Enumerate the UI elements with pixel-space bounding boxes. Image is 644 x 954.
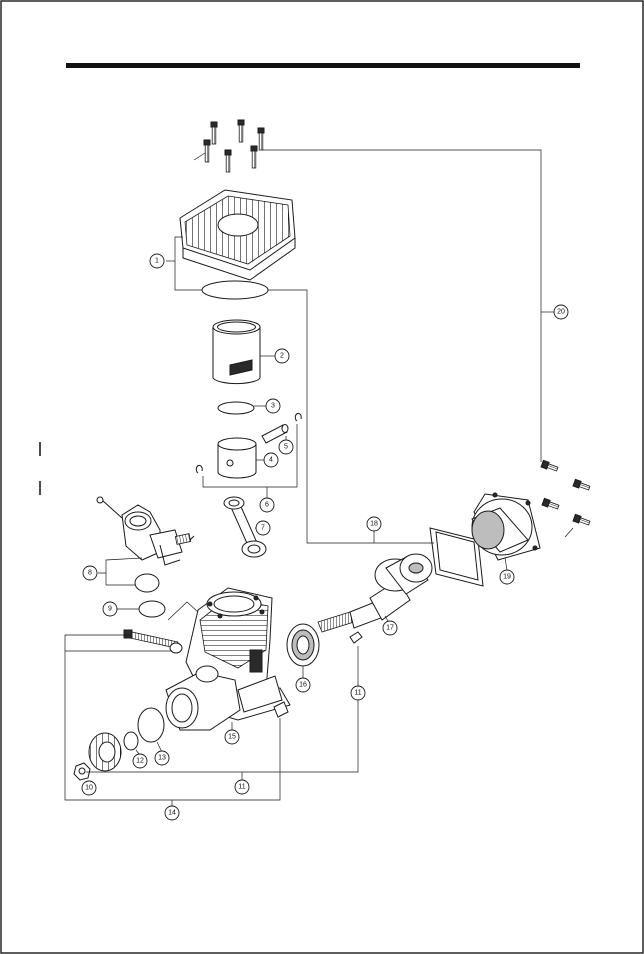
crankshaft bbox=[318, 554, 432, 632]
svg-text:1: 1 bbox=[155, 258, 159, 265]
circlip bbox=[196, 465, 202, 473]
backplate-screws bbox=[541, 460, 590, 537]
thrust-washer bbox=[124, 732, 138, 750]
callout-19: 19 bbox=[500, 570, 514, 584]
callout-13: 13 bbox=[155, 751, 169, 765]
header-rule bbox=[66, 63, 580, 68]
svg-text:4: 4 bbox=[269, 457, 273, 464]
cylinder-liner bbox=[213, 320, 260, 384]
back-cover bbox=[472, 493, 540, 560]
svg-text:6: 6 bbox=[265, 502, 269, 509]
svg-text:12: 12 bbox=[136, 758, 144, 765]
callout-7: 7 bbox=[256, 521, 270, 535]
piston bbox=[218, 438, 256, 478]
svg-text:11: 11 bbox=[354, 690, 361, 697]
crankcase bbox=[166, 588, 290, 730]
woodruff-key bbox=[350, 632, 362, 643]
svg-text:3: 3 bbox=[271, 403, 275, 410]
callout-3: 3 bbox=[266, 399, 280, 413]
carburetor bbox=[97, 497, 194, 565]
svg-text:8: 8 bbox=[88, 570, 92, 577]
intake-gasket bbox=[139, 601, 165, 617]
svg-text:9: 9 bbox=[108, 606, 112, 613]
callout-11-bracket: 11 bbox=[235, 780, 249, 794]
callout-15: 15 bbox=[225, 730, 239, 744]
svg-text:11: 11 bbox=[238, 784, 245, 791]
callout-4: 4 bbox=[264, 453, 278, 467]
callout-14: 14 bbox=[165, 806, 179, 820]
svg-text:19: 19 bbox=[503, 574, 511, 581]
callout-6: 6 bbox=[260, 498, 274, 512]
cylinder-head bbox=[180, 190, 295, 280]
callout-1: 1 bbox=[150, 254, 164, 268]
piston-ring bbox=[218, 402, 254, 414]
front-bearing bbox=[138, 708, 164, 742]
carb-o-ring bbox=[135, 574, 159, 592]
head-screws bbox=[194, 120, 264, 172]
callout-18: 18 bbox=[367, 517, 381, 531]
rear-bearing bbox=[287, 624, 319, 666]
svg-text:13: 13 bbox=[158, 755, 166, 762]
leader-lines bbox=[65, 150, 554, 806]
head-gasket bbox=[202, 281, 268, 299]
drive-hub bbox=[89, 733, 121, 771]
callout-8: 8 bbox=[83, 566, 97, 580]
svg-text:20: 20 bbox=[557, 309, 565, 316]
callout-17: 17 bbox=[383, 621, 397, 635]
callout-16: 16 bbox=[296, 678, 310, 692]
svg-text:17: 17 bbox=[386, 625, 394, 632]
svg-text:5: 5 bbox=[284, 444, 288, 451]
svg-text:14: 14 bbox=[168, 810, 176, 817]
svg-text:10: 10 bbox=[85, 785, 93, 792]
callout-9: 9 bbox=[103, 602, 117, 616]
callout-5: 5 bbox=[279, 440, 293, 454]
callout-11-crankcase: 11 bbox=[351, 686, 365, 700]
svg-text:2: 2 bbox=[280, 353, 284, 360]
mount-bolt bbox=[124, 630, 182, 653]
svg-text:15: 15 bbox=[228, 734, 236, 741]
callout-2: 2 bbox=[275, 349, 289, 363]
prop-nut bbox=[74, 763, 90, 780]
callout-10: 10 bbox=[82, 781, 96, 795]
circlip bbox=[295, 413, 301, 421]
callout-12: 12 bbox=[133, 754, 147, 768]
svg-text:16: 16 bbox=[299, 682, 307, 689]
callout-20: 20 bbox=[554, 305, 568, 319]
svg-text:7: 7 bbox=[261, 525, 265, 532]
svg-text:18: 18 bbox=[370, 521, 378, 528]
